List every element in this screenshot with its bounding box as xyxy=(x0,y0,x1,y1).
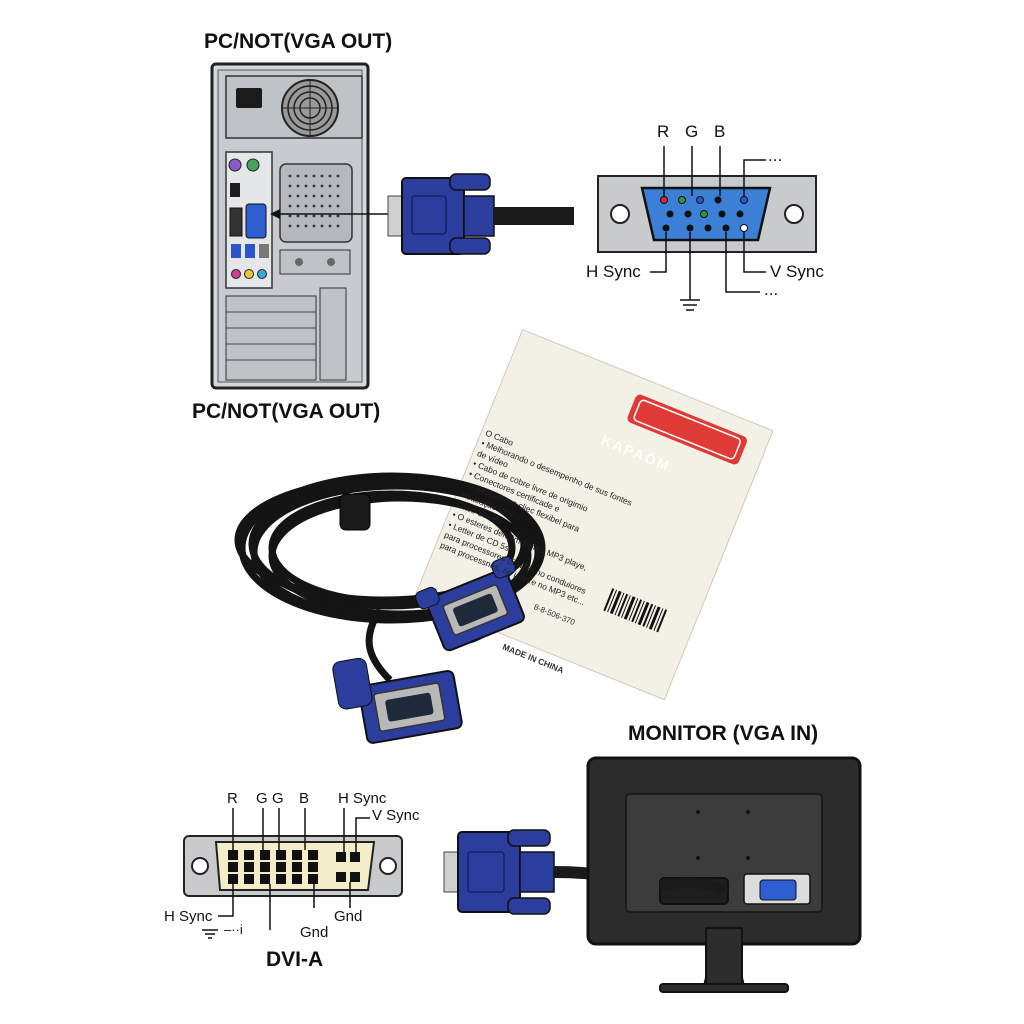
case-fan-grille xyxy=(279,163,353,243)
arrow-head-icon xyxy=(270,209,280,219)
monitor-vga-port-icon xyxy=(759,879,797,901)
vga-label-dots-bottom: ... xyxy=(764,280,779,299)
pc-tower xyxy=(210,62,370,390)
vga-plug-top xyxy=(387,173,574,255)
coiled-vga-cable xyxy=(234,472,546,683)
dvi-label-gnd1: Gnd xyxy=(300,924,329,941)
dvi-label-vsync: V Sync xyxy=(372,807,420,824)
dvi-pinout xyxy=(183,808,403,939)
dvi-label-hsync-bottom: H Sync xyxy=(164,908,213,925)
dvi-label-b: B xyxy=(299,790,310,807)
ferrite-core xyxy=(339,493,371,531)
vga-label-g: G xyxy=(685,122,699,141)
pc-title-top: PC/NOT(VGA OUT) xyxy=(204,30,393,53)
vga-label-dots-top: ... xyxy=(768,146,783,165)
pc-title-bottom: PC/NOT(VGA OUT) xyxy=(192,400,381,423)
monitor-title: MONITOR (VGA IN) xyxy=(628,722,819,745)
dvi-label-misc: –··i xyxy=(224,922,243,937)
vga-label-vsync: V Sync xyxy=(770,262,824,281)
dvi-label-g1: G xyxy=(256,790,268,807)
ps2-port-icon xyxy=(228,158,242,172)
dvi-label-hsync-top: H Sync xyxy=(338,790,387,807)
vga-plug-middle-1 xyxy=(415,556,525,652)
vga-label-hsync: H Sync xyxy=(586,262,641,281)
dvi-label-r: R xyxy=(227,790,238,807)
dvi-label-g2: G xyxy=(272,790,284,807)
vga-port-icon xyxy=(245,203,267,239)
barcode-icon xyxy=(603,588,668,633)
vga-plug-middle-2 xyxy=(332,657,463,744)
dvi-title: DVI-A xyxy=(266,948,324,971)
vga-label-r: R xyxy=(657,122,670,141)
power-socket-icon xyxy=(236,88,262,108)
vga-plug-bottom xyxy=(443,829,555,915)
dvi-label-gnd2: Gnd xyxy=(334,908,363,925)
vga-label-b: B xyxy=(714,122,726,141)
monitor-back xyxy=(553,756,862,993)
cable-segment xyxy=(494,207,574,225)
vga-pinout xyxy=(597,146,817,311)
